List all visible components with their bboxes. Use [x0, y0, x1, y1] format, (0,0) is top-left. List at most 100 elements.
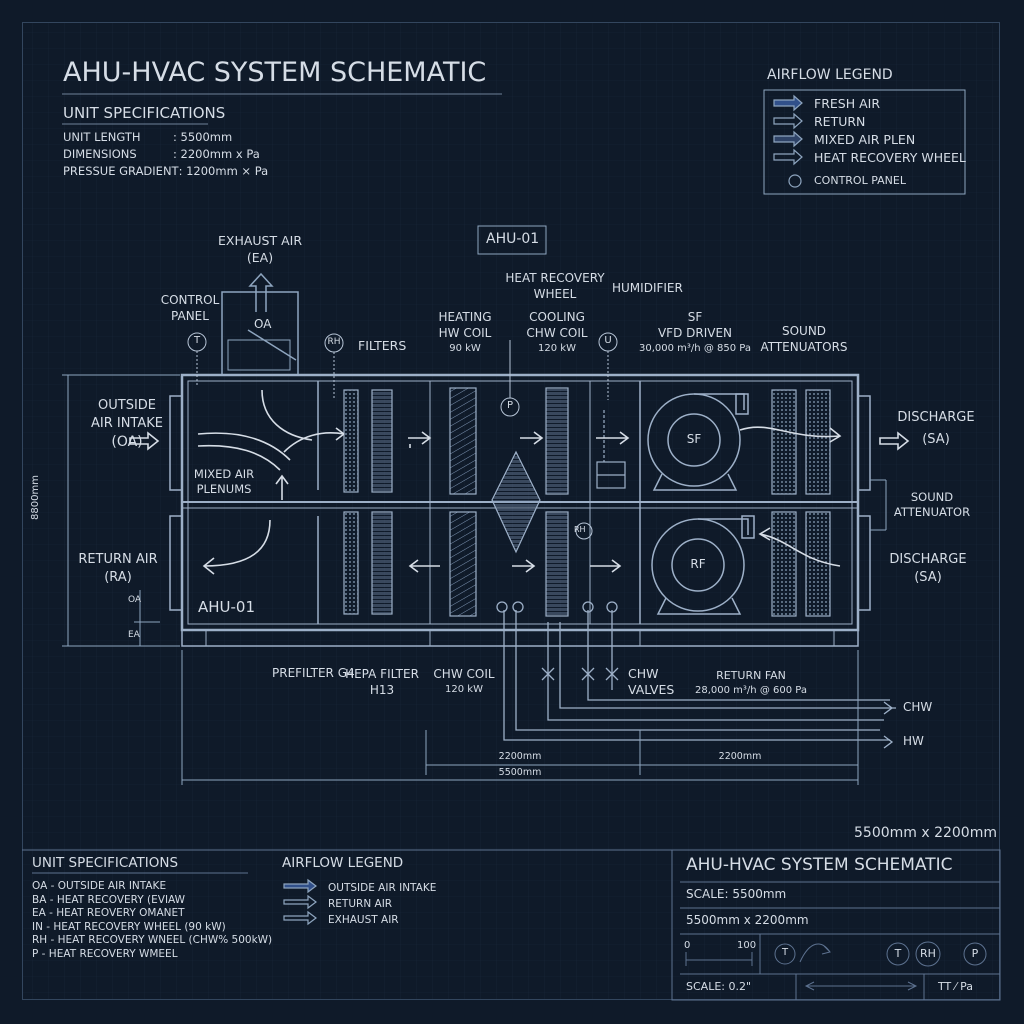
legend-arrows: [773, 94, 803, 188]
label-line: DISCHARGE: [889, 552, 967, 567]
label-line: 120 kW: [445, 684, 483, 695]
piping: [496, 601, 896, 749]
title-block-title: AHU-HVAC SYSTEM SCHEMATIC: [686, 855, 953, 875]
label-line: SF: [687, 310, 703, 324]
return-fan: [651, 515, 755, 615]
return-air-label: RETURN AIR (RA): [70, 551, 166, 587]
legend-control-label: CONTROL PANEL: [814, 174, 906, 187]
label-line: (SA): [922, 432, 950, 447]
dimension-right: 2200mm: [718, 751, 762, 762]
prefilter-label: PREFILTER G4: [272, 666, 355, 680]
label-line: CHW COIL: [433, 667, 495, 681]
label-line: 120 kW: [538, 343, 576, 354]
label-line: MIXED AIR: [193, 467, 255, 481]
chw-valves-label: CHW VALVES: [628, 666, 674, 698]
page-frame: [22, 22, 1000, 1000]
sound-attenuators: [771, 389, 831, 617]
exhaust-air-label: EXHAUST AIR (EA): [210, 232, 310, 266]
footer-specs-list: OA - OUTSIDE AIR INTAKE BA - HEAT RECOVE…: [32, 880, 272, 961]
sound-attenuator-side-label: SOUND ATTENUATOR: [892, 490, 972, 520]
footer-legend-arrows: [283, 878, 317, 926]
footer-frame: [22, 849, 1001, 1001]
footer-legend-item: EXHAUST AIR: [328, 914, 399, 926]
sf-symbol-label: SF: [686, 432, 702, 446]
title-block-dimensions: 5500mm x 2200mm: [686, 913, 809, 927]
sensor-p-label: P: [506, 400, 514, 411]
label-line: CHW COIL: [526, 326, 588, 340]
spec-value: : 1200mm × Pa: [178, 164, 269, 178]
rh-sensor-small: RH: [574, 525, 586, 534]
title-block-scale-2: SCALE: 0.2": [686, 980, 752, 993]
overall-dimensions: 5500mm x 2200mm: [854, 825, 997, 841]
label-line: CONTROL: [160, 293, 220, 307]
heating-coil: [449, 387, 477, 617]
legend-item: HEAT RECOVERY WHEEL: [814, 150, 966, 165]
label-line: HEAT RECOVERY: [505, 271, 605, 285]
unit-tag-inner: AHU-01: [198, 598, 256, 616]
footer-p-icon: P: [971, 947, 979, 960]
label-line: ATTENUATOR: [893, 505, 971, 519]
supply-fan-label: SF VFD DRIVEN 30,000 m³/h @ 850 Pa: [630, 309, 760, 357]
label-line: 90 kW: [449, 343, 481, 354]
specs-table: UNIT LENGTH: 5500mm DIMENSIONS: 2200mm x…: [63, 129, 268, 180]
label-line: VFD DRIVEN: [657, 326, 733, 340]
dimension-lines: [62, 374, 887, 785]
label-line: (OA): [111, 434, 143, 450]
label-line: EXHAUST AIR: [217, 233, 303, 248]
heat-recovery-label: HEAT RECOVERY WHEEL: [500, 270, 610, 302]
label-line: PANEL: [171, 309, 209, 323]
label-line: OUTSIDE: [98, 398, 156, 413]
hepa-filter-label: HEPA FILTER H13: [344, 666, 420, 698]
legend-box: [763, 89, 966, 195]
specs-title: UNIT SPECIFICATIONS: [63, 104, 226, 122]
label-line: SOUND: [910, 490, 954, 504]
discharge-bottom-label: DISCHARGE (SA): [888, 551, 968, 587]
footer-legend-list: OUTSIDE AIR INTAKE RETURN AIR EXHAUST AI…: [328, 880, 436, 928]
heating-coil-label: HEATING HW COIL 90 kW: [432, 309, 498, 357]
label-line: CHW: [628, 666, 659, 681]
ea-dimension-tag: EA: [128, 630, 140, 640]
sound-attenuators-label: SOUND ATTENUATORS: [754, 323, 854, 355]
footer-t-icon: T: [781, 947, 789, 958]
label-line: WHEEL: [533, 287, 577, 301]
label-line: PLENUMS: [196, 482, 252, 496]
label-line: H13: [369, 683, 395, 697]
height-dimension: 8800mm: [30, 475, 41, 520]
sensor-t-label: T: [193, 335, 201, 346]
footer-rh-icon: RH: [920, 947, 936, 960]
oa-damper-label: OA: [254, 317, 272, 331]
control-panel-label: CONTROL PANEL: [150, 292, 230, 324]
chw-line-label: CHW: [903, 700, 933, 714]
humidifier-label: HUMIDIFIER: [612, 281, 683, 295]
spec-label: UNIT LENGTH: [63, 130, 141, 144]
oa-dimension-tag: OA: [128, 595, 142, 605]
label-line: HEPA FILTER: [345, 667, 419, 681]
unit-tag-box: [477, 225, 547, 255]
footer-legend-item: RETURN AIR: [328, 898, 393, 910]
label-line: (SA): [914, 570, 942, 585]
label-line: (RA): [104, 570, 132, 585]
label-line: (EA): [246, 250, 274, 265]
dimension-total: 5500mm: [498, 767, 542, 778]
chw-coil-label: CHW COIL 120 kW: [428, 666, 500, 698]
spec-value: : 5500mm: [173, 130, 233, 144]
legend-list: FRESH AIR RETURN MIXED AIR PLEN HEAT REC…: [814, 95, 966, 167]
footer-spec-item: BA - HEAT RECOVERY (EVIAW: [32, 893, 186, 906]
footer-legend-item: OUTSIDE AIR INTAKE: [328, 882, 437, 894]
spec-label: DIMENSIONS: [63, 147, 137, 161]
legend-item: FRESH AIR: [814, 96, 881, 111]
rf-symbol-label: RF: [690, 557, 706, 571]
scale-bar-end: 100: [737, 940, 757, 951]
dimension-left: 2200mm: [498, 751, 542, 762]
ahu-casing: [169, 373, 871, 647]
cooling-coil: [545, 387, 569, 617]
label-line: 28,000 m³/h @ 600 Pa: [695, 685, 807, 696]
sensor-rh-label: RH: [327, 337, 341, 347]
return-fan-label: RETURN FAN 28,000 m³/h @ 600 Pa: [686, 668, 816, 698]
title-block-units: TT ⁄ Pa: [938, 980, 973, 993]
scale-bar-start: 0: [684, 940, 691, 951]
label-line: DISCHARGE: [897, 410, 975, 425]
filters-label: FILTERS: [358, 338, 407, 353]
heat-recovery-wheel: [491, 450, 541, 554]
